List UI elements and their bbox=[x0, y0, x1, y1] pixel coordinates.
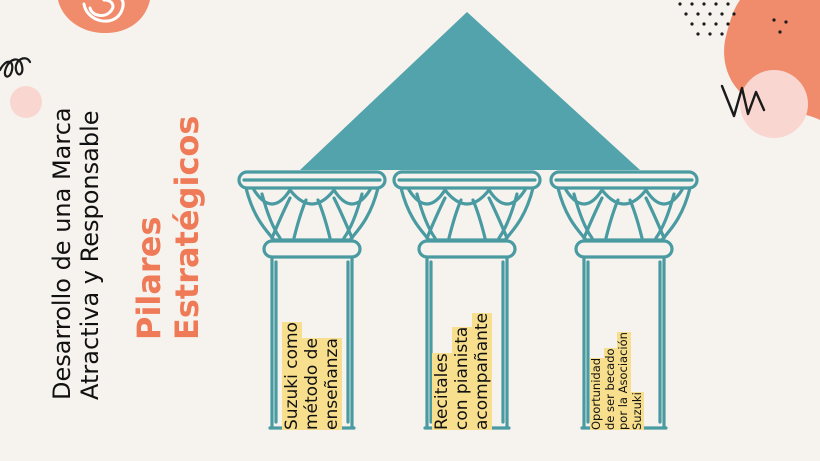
pillar-2-line-2: con pianista bbox=[452, 326, 472, 430]
pillar-3-line-2: de ser becado bbox=[602, 348, 617, 430]
columns bbox=[237, 170, 699, 430]
pillar-2-label: Recitales con pianista acompañante bbox=[432, 312, 492, 430]
pillar-3-line-3: por la Asociación bbox=[616, 332, 631, 430]
subtitle-line-1: Pilares bbox=[130, 216, 168, 340]
spiral-blob-decoration bbox=[58, 0, 150, 34]
pillar-1-label: Suzuki como método de enseñanza bbox=[282, 322, 342, 430]
pillar-3-label: Oportunidad de ser becado por la Asociac… bbox=[589, 332, 644, 430]
slide-title: Desarrollo de una Marca Atractiva y Resp… bbox=[48, 107, 104, 400]
pink-circle-decoration bbox=[10, 86, 42, 118]
pillar-1-line-1: Suzuki como bbox=[282, 322, 302, 430]
squiggle-decoration bbox=[0, 57, 32, 78]
pillar-1-line-3: enseñanza bbox=[322, 338, 342, 430]
pillar-2-line-1: Recitales bbox=[432, 353, 452, 430]
pink-blob-decoration bbox=[740, 70, 808, 138]
pillar-1-line-2: método de bbox=[302, 338, 322, 430]
pillar-3-line-4: Suzuki bbox=[629, 392, 644, 430]
title-line-1: Desarrollo de una Marca bbox=[48, 107, 76, 400]
column-2 bbox=[392, 170, 542, 430]
slide-subtitle: Pilares Estratégicos bbox=[130, 116, 206, 340]
title-line-2: Atractiva y Responsable bbox=[76, 110, 104, 401]
pillar-3-line-1: Oportunidad bbox=[589, 357, 604, 430]
dots-decoration bbox=[678, 2, 788, 36]
roof-triangle bbox=[300, 12, 640, 170]
subtitle-line-2: Estratégicos bbox=[168, 115, 206, 340]
zigzag-decoration bbox=[720, 84, 766, 118]
pillar-2-line-3: acompañante bbox=[472, 312, 492, 430]
